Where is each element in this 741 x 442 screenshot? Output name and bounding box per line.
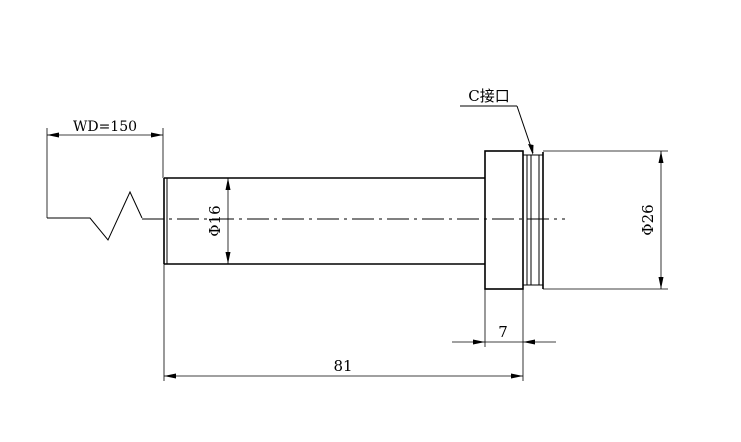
dia26-arrow-bottom bbox=[658, 277, 664, 289]
lens-tube bbox=[163, 177, 485, 265]
dia16-arrow-bottom bbox=[225, 252, 231, 264]
len81-arrow-left bbox=[164, 373, 176, 379]
c-mount-callout: C接口 bbox=[460, 87, 534, 155]
wd-arrow-left bbox=[47, 132, 59, 138]
len81-dimension: 81 bbox=[163, 264, 523, 381]
body-flange bbox=[484, 150, 524, 290]
len81-arrow-right bbox=[511, 373, 523, 379]
wd-label: WD=150 bbox=[73, 119, 137, 135]
center-line bbox=[47, 190, 565, 241]
dia16-label: Φ16 bbox=[206, 205, 224, 236]
dia26-dimension: Φ26 bbox=[543, 150, 668, 290]
dia16-dimension: Φ16 bbox=[206, 178, 231, 264]
wd-dimension: WD=150 bbox=[46, 119, 164, 218]
dia16-arrow-top bbox=[225, 178, 231, 190]
dia26-label: Φ26 bbox=[639, 204, 657, 235]
c-mount-label: C接口 bbox=[468, 87, 509, 105]
dia26-arrow-top bbox=[658, 151, 664, 163]
len7-dimension: 7 bbox=[452, 289, 556, 381]
break-symbol bbox=[47, 190, 143, 241]
len7-label: 7 bbox=[498, 323, 508, 341]
len7-arrow-left bbox=[473, 339, 485, 345]
wd-arrow-right bbox=[151, 132, 163, 138]
lens-body bbox=[484, 150, 544, 290]
len7-arrow-right bbox=[523, 339, 535, 345]
c-mount-leader-arrow bbox=[528, 144, 534, 155]
len81-label: 81 bbox=[333, 357, 352, 375]
